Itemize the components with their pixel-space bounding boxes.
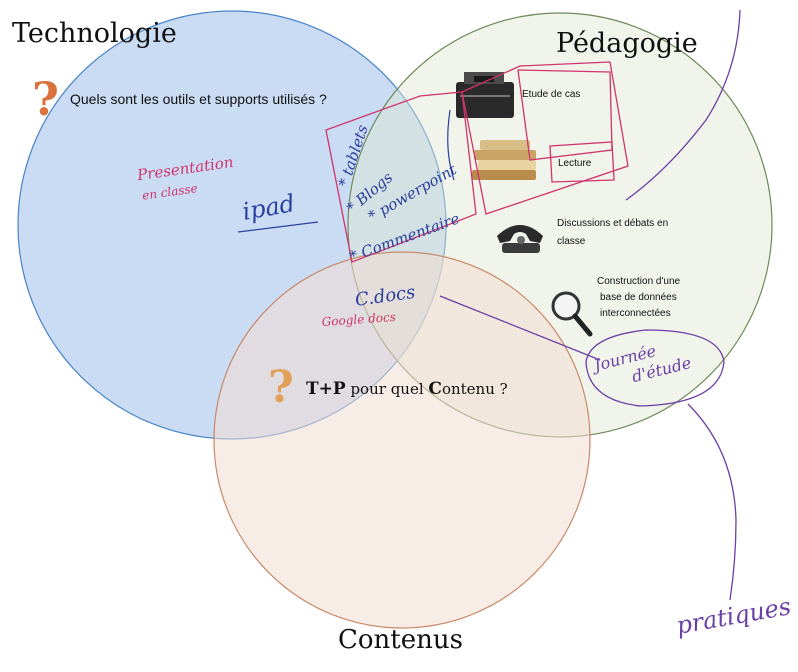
tech-question-text: Quels sont les outils et supports utilis… [70,91,327,107]
question-mark-icon: ? [32,72,59,126]
handwritten-boxes [325,61,629,263]
svg-text:?: ? [268,362,294,413]
pedagogy-item-label: Lecture [558,158,592,169]
pedagogy-item-label: Construction d'une base de données inter… [597,276,683,319]
content-question-prefix: T+P [306,379,346,399]
content-question-text: T+P pour quel Contenu ? [306,379,508,399]
content-question-highlight: C [428,379,442,399]
pedagogy-label: Pédagogie [556,28,698,59]
content-question-middle: pour quel [346,380,429,398]
handwritten-underline [237,221,319,233]
handwritten-pratiques: pratiques [674,592,793,640]
content-question-rest: ontenu ? [442,380,508,398]
handwritten-bracket [447,109,455,181]
magnifier-icon [551,291,593,337]
handwritten-google-docs: Google docs [321,310,396,329]
pedagogy-item-label: Discussions et débats en classe [557,218,671,247]
content-label: Contenus [338,625,463,655]
technology-label: Technologie [12,18,177,49]
books-icon [472,140,536,180]
purple-arrow-lines [439,9,741,601]
briefcase-icon [456,72,514,118]
question-mark-icon: ? [268,362,294,413]
telephone-icon [497,225,543,253]
svg-text:?: ? [32,72,59,126]
content-circle [213,251,591,629]
pedagogy-item-label: Etude de cas [522,89,580,100]
